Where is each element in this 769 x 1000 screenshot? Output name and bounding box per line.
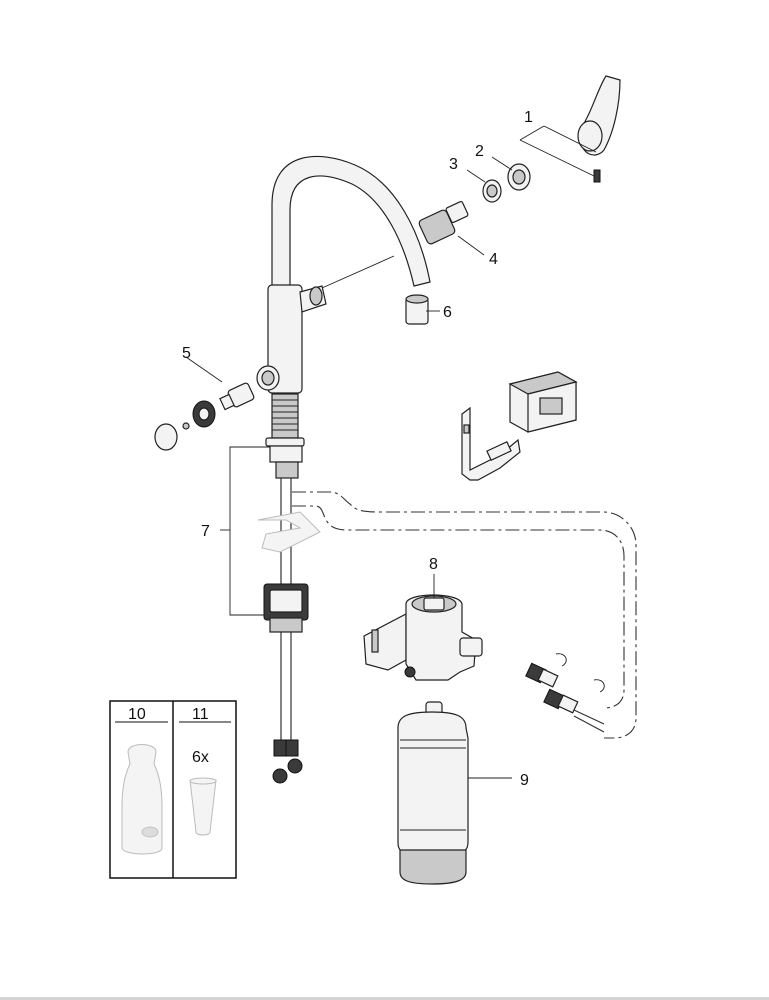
accessory-qty-11: 6x bbox=[192, 749, 209, 766]
page-bottom-rule bbox=[0, 997, 769, 1000]
leader-lines bbox=[185, 125, 597, 779]
glass-illustration bbox=[189, 779, 217, 836]
callout-labels: 1 2 3 4 5 6 7 8 9 bbox=[182, 109, 533, 789]
accessory-label-10: 10 bbox=[128, 706, 146, 723]
aerator-part bbox=[405, 294, 429, 325]
callout-7: 7 bbox=[201, 523, 210, 540]
water-line-outer bbox=[292, 491, 637, 739]
callout-6: 6 bbox=[443, 304, 452, 321]
bottle-illustration bbox=[121, 744, 163, 855]
callout-4: 4 bbox=[489, 251, 498, 268]
filter-cartridge bbox=[397, 701, 469, 885]
callout-2: 2 bbox=[475, 143, 484, 160]
callout-1: 1 bbox=[524, 109, 533, 126]
bracket-7 bbox=[220, 446, 270, 616]
sensor-box bbox=[508, 371, 578, 433]
mounting-bracket bbox=[461, 406, 521, 481]
accessory-box: 10 11 6x bbox=[109, 700, 237, 879]
handle-part bbox=[577, 75, 621, 183]
callout-3: 3 bbox=[449, 156, 458, 173]
cartridge-assembly bbox=[418, 163, 531, 245]
water-line-inner bbox=[292, 505, 625, 709]
accessory-label-11: 11 bbox=[192, 706, 209, 723]
mounting-clip bbox=[257, 511, 321, 553]
side-port-parts bbox=[154, 382, 255, 451]
faucet-body bbox=[256, 155, 431, 479]
supply-hoses bbox=[272, 478, 303, 784]
callout-9: 9 bbox=[520, 772, 529, 789]
callout-8: 8 bbox=[429, 556, 438, 573]
filter-head bbox=[363, 594, 483, 681]
callout-5: 5 bbox=[182, 345, 191, 362]
mounting-nut bbox=[263, 583, 309, 633]
filter-connectors bbox=[525, 653, 605, 733]
